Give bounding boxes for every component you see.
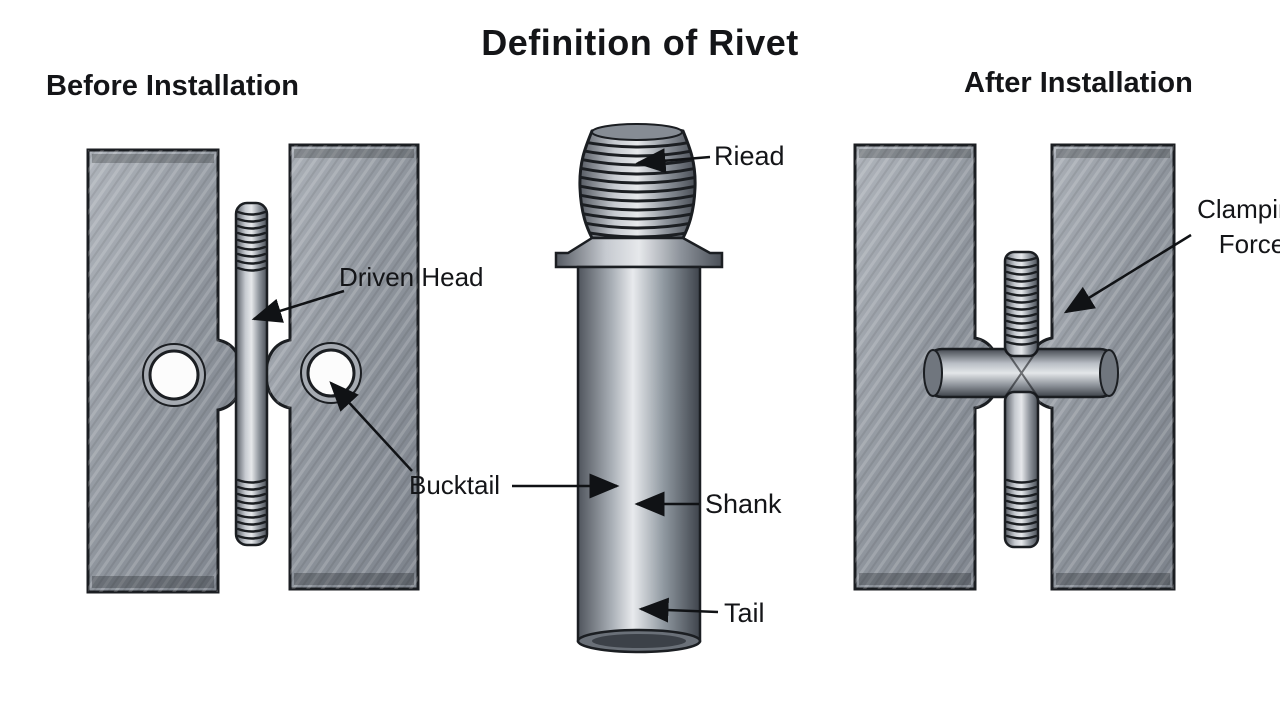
- before-right-hole: [300, 342, 362, 404]
- after-panel: [853, 143, 1176, 591]
- page-title: Definition of Rivet: [481, 22, 799, 63]
- before-rivet-rod: [234, 201, 269, 547]
- after-installation-heading: After Installation: [964, 67, 1193, 99]
- after-rivet-top-rod: [1003, 250, 1040, 358]
- after-rivet-cross-creases: [1004, 348, 1039, 398]
- bucktail-hole-arrow: [329, 381, 413, 472]
- rivet-head: [578, 123, 697, 240]
- before-rod-bottom-threads: [236, 478, 267, 540]
- head-arrow: [635, 148, 711, 174]
- driven-head-arrow: [251, 289, 345, 323]
- before-rod-top-threads: [236, 210, 267, 272]
- clamping-force-label: Clamping Force: [1197, 194, 1280, 260]
- shank-label: Shank: [705, 489, 782, 519]
- before-left-hole: [142, 343, 206, 407]
- before-right-plate: [264, 143, 420, 591]
- after-left-plate: [853, 143, 1001, 591]
- center-rivet: [554, 123, 724, 654]
- after-rivet-bottom-rod: [1003, 390, 1040, 549]
- before-panel: [86, 143, 420, 594]
- tail-arrow: [638, 597, 719, 623]
- head-label: Riead: [714, 141, 785, 171]
- before-left-plate: [86, 148, 244, 594]
- after-right-plate: [1026, 143, 1176, 591]
- clamping-force-arrow: [1063, 233, 1192, 314]
- rivet-shank: [576, 265, 702, 654]
- tail-label: Tail: [724, 598, 765, 628]
- callout-arrows: [251, 148, 1192, 623]
- rivet-flange: [554, 236, 724, 269]
- bucktail-label: Bucktail: [409, 470, 501, 500]
- before-installation-heading: Before Installation: [46, 70, 299, 102]
- after-installed-rivet: [923, 250, 1119, 549]
- driven-head-label: Driven Head: [339, 262, 484, 292]
